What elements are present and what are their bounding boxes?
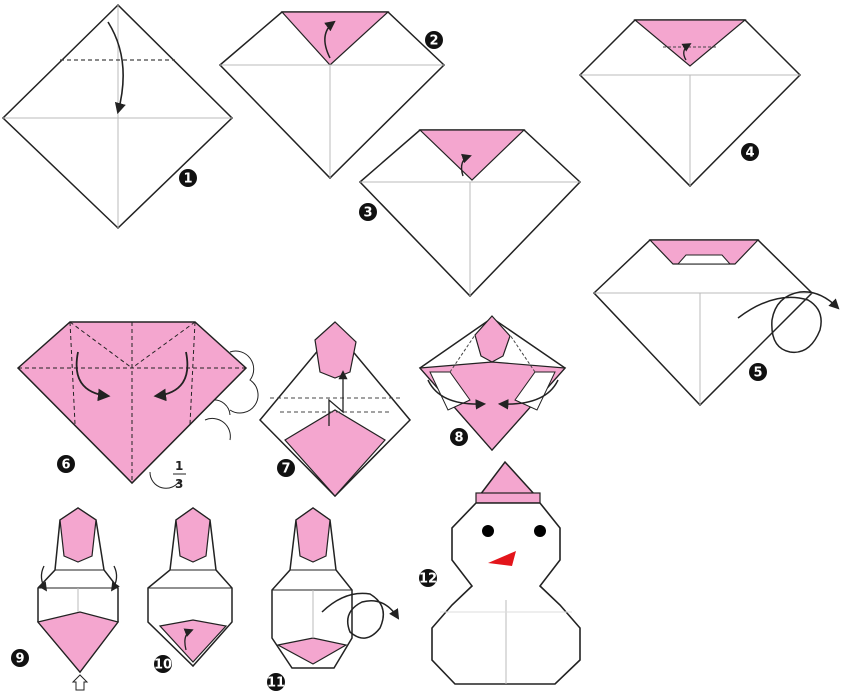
step-number-label: 3 bbox=[363, 206, 372, 221]
snowman-left-eye bbox=[482, 525, 494, 537]
step-number-label: 8 bbox=[454, 431, 463, 446]
step-9-diagram bbox=[38, 508, 118, 690]
step-number-label: 6 bbox=[61, 458, 70, 473]
step-8-diagram bbox=[420, 316, 565, 450]
hollow-arrow-icon bbox=[73, 675, 87, 690]
step-number-label: 9 bbox=[15, 652, 24, 667]
step-6-diagram: 1 3 bbox=[18, 322, 258, 491]
snowman-hat bbox=[480, 462, 535, 495]
step-10-diagram bbox=[148, 508, 232, 666]
step-11-badge: 11 bbox=[267, 673, 285, 691]
step-5-badge: 5 bbox=[749, 363, 767, 381]
step-number-label: 10 bbox=[154, 658, 172, 673]
step-10-badge: 10 bbox=[154, 655, 172, 673]
fraction-numerator: 1 bbox=[175, 459, 183, 473]
step-number-label: 4 bbox=[745, 146, 754, 161]
snowman-right-eye bbox=[534, 525, 546, 537]
step-12-badge: 12 bbox=[419, 569, 437, 587]
step-number-label: 12 bbox=[419, 572, 437, 587]
step-number-label: 5 bbox=[753, 366, 762, 381]
step-6-badge: 6 bbox=[57, 455, 75, 473]
step-number-label: 1 bbox=[183, 172, 192, 187]
step-5-diagram bbox=[594, 240, 838, 405]
step-4-diagram bbox=[580, 20, 800, 186]
fraction-denominator: 3 bbox=[175, 477, 183, 491]
step-7-badge: 7 bbox=[277, 459, 295, 477]
step-9-badge: 9 bbox=[11, 649, 29, 667]
step-3-diagram bbox=[360, 130, 580, 296]
step-number-label: 2 bbox=[429, 34, 438, 49]
step-12-snowman bbox=[432, 462, 580, 684]
step-11-diagram bbox=[272, 508, 398, 668]
step-1-diagram bbox=[3, 5, 232, 228]
step-number-label: 7 bbox=[281, 462, 290, 477]
step-8-badge: 8 bbox=[450, 428, 468, 446]
step-2-badge: 2 bbox=[425, 31, 443, 49]
step-number-label: 11 bbox=[267, 676, 285, 691]
step-4-badge: 4 bbox=[741, 143, 759, 161]
step-3-badge: 3 bbox=[359, 203, 377, 221]
step-1-badge: 1 bbox=[179, 169, 197, 187]
